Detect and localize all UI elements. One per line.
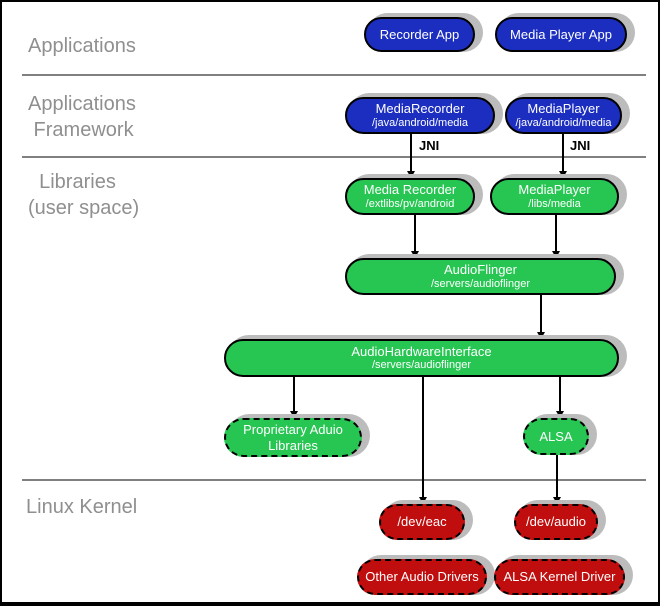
arrow-line-ahi-to-dev-eac [422, 377, 424, 497]
arrow-head-jni-right [559, 171, 567, 178]
node-subtitle: /extlibs/pv/android [365, 197, 455, 210]
node-alsa-kernel-driver: ALSA Kernel Driver [494, 559, 625, 595]
layer-label-linux-kernel: Linux Kernel [26, 494, 137, 520]
node-subtitle: /java/android/media [515, 116, 612, 129]
arrow-head-jni-left [407, 171, 415, 178]
node-dev-eac: /dev/eac [379, 504, 465, 540]
layer-label-text: Applications [28, 93, 136, 115]
arrow-line-ahi-to-proprietary [293, 377, 295, 411]
node-alsa: ALSA [523, 418, 589, 455]
node-dev-audio: /dev/audio [514, 504, 598, 540]
node-mediarecorder-framework: MediaRecorder /java/android/media [345, 97, 495, 134]
node-title: Recorder App [379, 26, 460, 42]
node-proprietary-audio-libraries: Proprietary Aduio Libraries [224, 418, 362, 457]
jni-label-right: JNI [570, 138, 591, 153]
node-title: /dev/audio [526, 514, 586, 530]
arrow-line-jni-left [410, 134, 412, 171]
layer-label-text: Linux Kernel [26, 496, 138, 518]
node-mediaplayer-lib: MediaPlayer /libs/media [490, 178, 619, 215]
arrow-head-mediarecorder-to-audioflinger [411, 251, 419, 258]
arrow-line-mediarecorder-to-audioflinger [414, 215, 416, 251]
layer-label-text: Libraries [28, 171, 116, 193]
node-title: AudioHardwareInterface [351, 343, 492, 359]
layer-label-text: Framework [28, 119, 134, 141]
node-title: MediaPlayer [527, 101, 600, 117]
arrow-head-alsa-to-dev-audio [553, 497, 561, 504]
jni-label-left: JNI [419, 138, 440, 153]
node-subtitle: /servers/audioflinger [430, 277, 531, 290]
layer-label-text: Applications [28, 35, 136, 57]
node-audioflinger: AudioFlinger /servers/audioflinger [345, 258, 616, 295]
node-media-player-app: Media Player App [495, 17, 627, 52]
node-title: Other Audio Drivers [365, 569, 479, 585]
node-mediaplayer-framework: MediaPlayer /java/android/media [505, 97, 622, 134]
node-title: Proprietary Aduio [243, 422, 343, 438]
node-subtitle: /java/android/media [371, 116, 468, 129]
node-title: /dev/eac [397, 514, 447, 530]
arrow-line-jni-right [562, 134, 564, 171]
node-title: AudioFlinger [444, 262, 517, 278]
divider-libraries-kernel [22, 479, 646, 481]
layer-label-text: (user space) [28, 197, 140, 219]
layer-label-applications: Applications [28, 33, 136, 59]
arrow-head-audioflinger-to-ahi [537, 332, 545, 339]
arrow-line-alsa-to-dev-audio [556, 455, 558, 497]
arrow-head-ahi-to-proprietary [290, 411, 298, 418]
node-title: ALSA Kernel Driver [503, 569, 616, 585]
node-subtitle: /libs/media [528, 197, 581, 210]
arrow-line-audioflinger-to-ahi [540, 295, 542, 332]
node-title: Media Recorder [363, 182, 457, 198]
layer-label-libraries: Libraries (user space) [28, 169, 139, 221]
node-title: MediaRecorder [375, 101, 465, 117]
layer-label-framework: Applications Framework [28, 91, 136, 143]
arrow-line-ahi-to-alsa [559, 377, 561, 411]
node-audio-hardware-interface: AudioHardwareInterface /servers/audiofli… [224, 339, 619, 377]
node-title: ALSA [539, 428, 573, 444]
arrow-head-ahi-to-alsa [556, 411, 564, 418]
divider-applications-framework [22, 74, 646, 76]
node-title: Media Player App [510, 26, 612, 42]
node-subtitle: /servers/audioflinger [371, 359, 472, 372]
divider-framework-libraries [22, 156, 646, 158]
node-subtitle: Libraries [268, 437, 318, 453]
node-media-recorder-lib: Media Recorder /extlibs/pv/android [345, 178, 475, 215]
node-other-audio-drivers: Other Audio Drivers [357, 559, 487, 595]
arrow-head-ahi-to-dev-eac [419, 497, 427, 504]
arrow-head-mediaplayer-to-audioflinger [552, 251, 560, 258]
arrow-line-mediaplayer-to-audioflinger [555, 215, 557, 251]
node-recorder-app: Recorder App [364, 17, 475, 52]
node-title: MediaPlayer [518, 182, 591, 198]
